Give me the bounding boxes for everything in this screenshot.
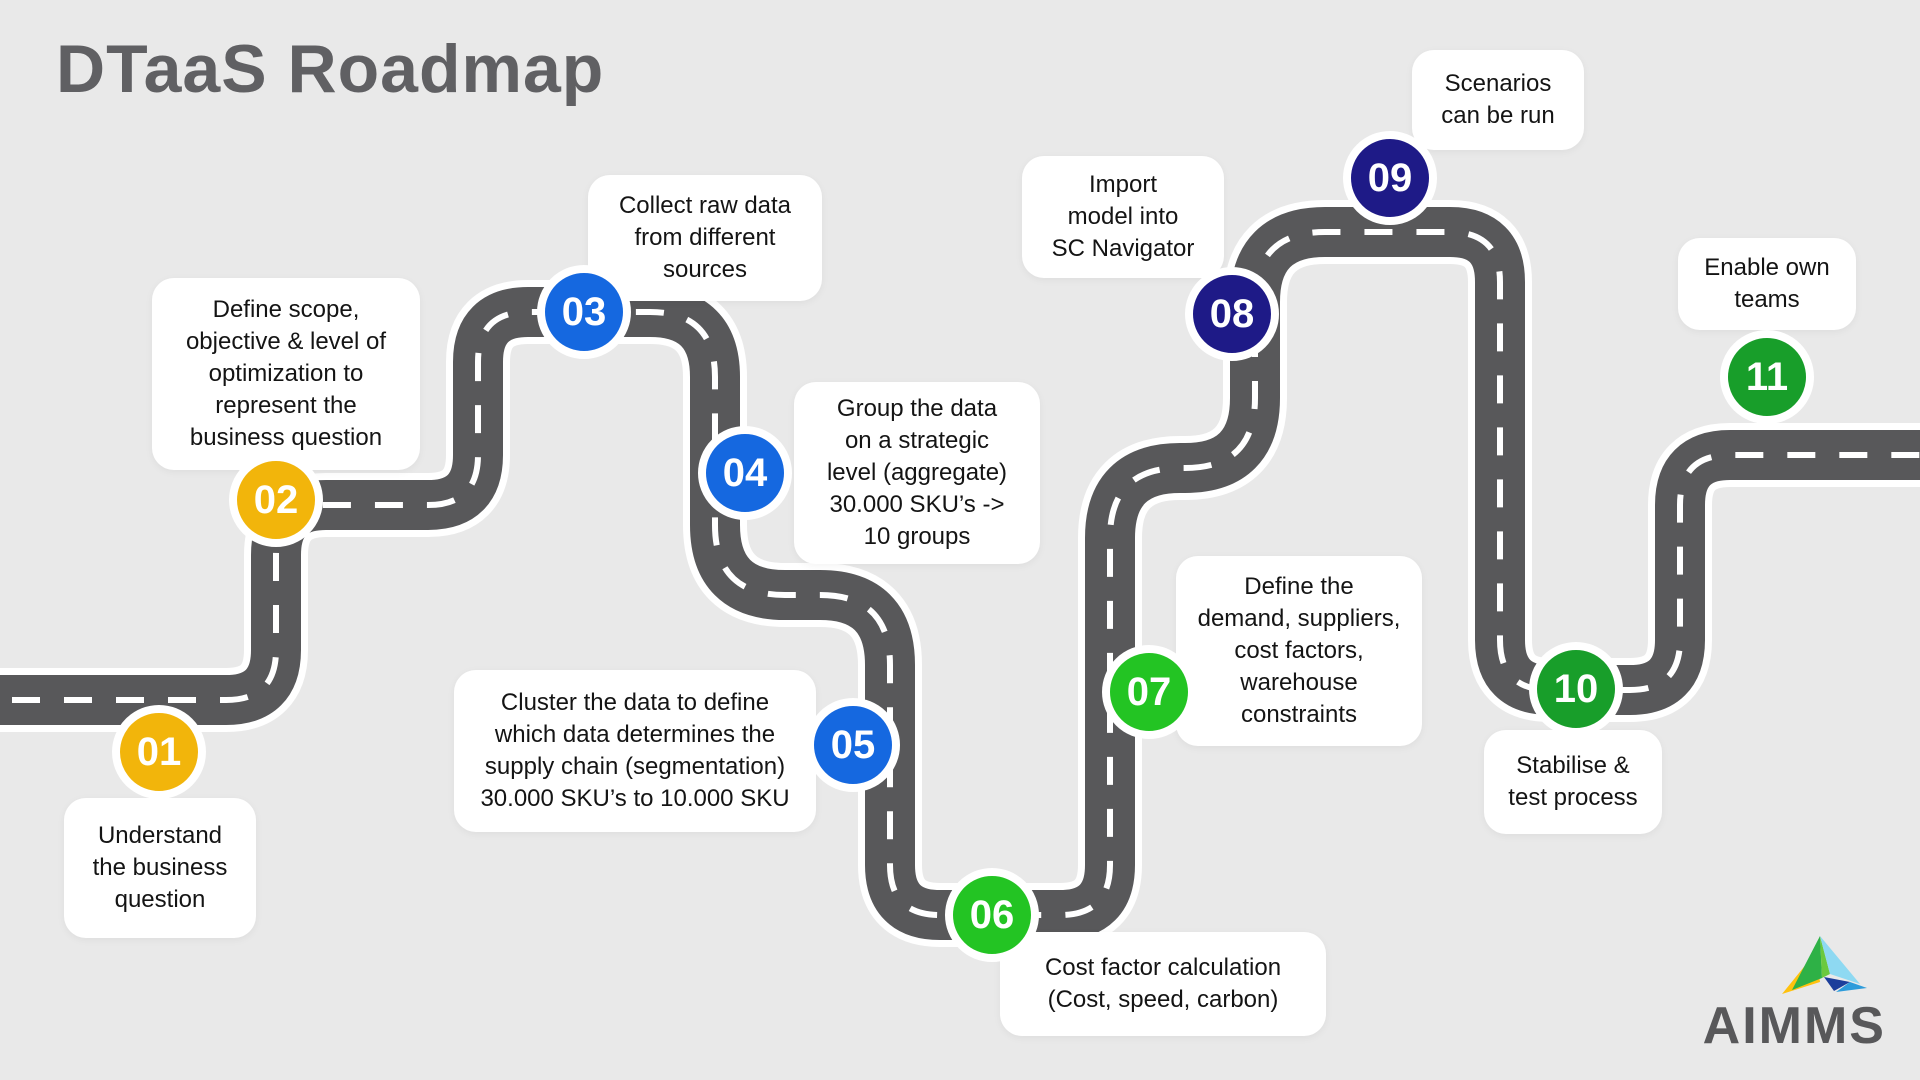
milestone-07-marker: 07 <box>1102 645 1196 739</box>
milestone-09-label: Scenarios can be run <box>1441 70 1555 129</box>
milestone-05-callout: Cluster the data to define which data de… <box>454 670 816 832</box>
milestone-03-callout: Collect raw data from different sources <box>588 175 822 301</box>
milestone-10-label: Stabilise & test process <box>1508 752 1638 811</box>
page-title: DTaaS Roadmap <box>56 31 605 107</box>
milestone-04-number: 04 <box>722 450 768 495</box>
milestone-07-label: Define the demand, suppliers, cost facto… <box>1197 573 1401 728</box>
milestone-07-number: 07 <box>1126 669 1172 714</box>
milestone-03-marker: 03 <box>537 265 631 359</box>
milestone-05-marker: 05 <box>806 698 900 792</box>
milestone-11-callout: Enable own teams <box>1678 238 1856 330</box>
milestone-05-number: 05 <box>830 722 876 767</box>
milestone-11-label: Enable own teams <box>1704 254 1830 313</box>
milestone-06-marker: 06 <box>945 868 1039 962</box>
milestone-07-callout: Define the demand, suppliers, cost facto… <box>1176 556 1422 746</box>
milestone-08-marker: 08 <box>1185 267 1279 361</box>
milestone-01-number: 01 <box>136 729 182 774</box>
milestone-09-number: 09 <box>1367 155 1413 200</box>
milestone-08-label: Import model into SC Navigator <box>1051 171 1195 262</box>
milestone-03-number: 03 <box>561 289 607 334</box>
milestone-02-marker: 02 <box>229 453 323 547</box>
milestone-06-callout: Cost factor calculation (Cost, speed, ca… <box>1000 932 1326 1036</box>
milestone-01-label: Understand the business question <box>92 822 228 913</box>
milestone-01-callout: Understand the business question <box>64 798 256 938</box>
milestone-04-callout: Group the data on a strategic level (agg… <box>794 382 1040 564</box>
milestone-02-label: Define scope, objective & level of optim… <box>185 296 387 451</box>
milestone-10-marker: 10 <box>1529 642 1623 736</box>
milestone-06-number: 06 <box>969 892 1015 937</box>
milestone-02-callout: Define scope, objective & level of optim… <box>152 278 420 470</box>
aimms-logo: AIMMS <box>1676 932 1886 1052</box>
milestone-01-marker: 01 <box>112 705 206 799</box>
milestone-04-marker: 04 <box>698 426 792 520</box>
milestone-08-number: 08 <box>1209 291 1255 336</box>
milestone-11-number: 11 <box>1745 354 1789 399</box>
milestone-11-marker: 11 <box>1720 330 1814 424</box>
milestone-06-label: Cost factor calculation (Cost, speed, ca… <box>1044 954 1282 1013</box>
milestone-05-label: Cluster the data to define which data de… <box>480 689 790 812</box>
milestone-08-callout: Import model into SC Navigator <box>1022 156 1224 278</box>
milestone-10-number: 10 <box>1553 666 1599 711</box>
milestone-02-number: 02 <box>253 477 299 522</box>
aimms-logo-icon <box>1782 936 1867 994</box>
milestone-09-callout: Scenarios can be run <box>1412 50 1584 150</box>
road-centerline <box>0 229 1920 918</box>
milestone-03-label: Collect raw data from different sources <box>618 192 792 283</box>
aimms-logo-text: AIMMS <box>1702 997 1886 1055</box>
milestone-04-label: Group the data on a strategic level (agg… <box>826 395 1008 550</box>
milestone-09-marker: 09 <box>1343 131 1437 225</box>
milestone-10-callout: Stabilise & test process <box>1484 730 1662 834</box>
